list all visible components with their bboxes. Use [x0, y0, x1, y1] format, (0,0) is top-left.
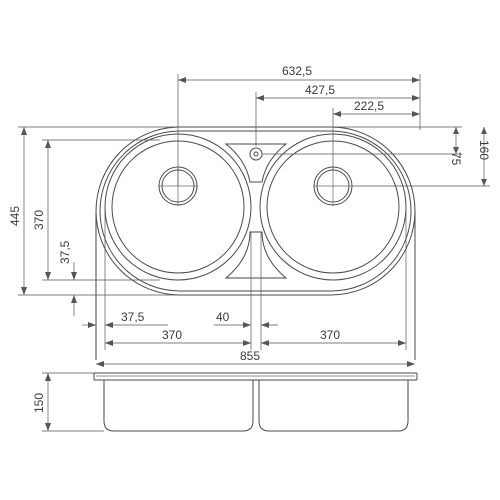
sink-side-view	[93, 372, 418, 432]
label-370-vertical: 370	[32, 210, 46, 230]
dimension-632-5: 632,5	[177, 64, 420, 186]
label-75: 75	[449, 152, 463, 166]
tap-hole-inner	[253, 151, 259, 157]
dimension-37-5-vertical: 37,5	[58, 240, 77, 316]
label-222-5: 222,5	[354, 99, 384, 113]
label-37-5-horizontal: 37,5	[121, 310, 145, 324]
label-427-5: 427,5	[305, 83, 335, 97]
dimension-370-left: 370	[105, 328, 251, 346]
dimension-370-right: 370	[261, 207, 407, 350]
label-370-right: 370	[320, 328, 340, 342]
label-160: 160	[477, 140, 491, 160]
dimension-40: 40	[214, 232, 278, 350]
label-855: 855	[240, 349, 260, 363]
dimension-370-vertical: 370	[32, 139, 160, 281]
dimension-222-5: 222,5	[332, 74, 421, 170]
center-marks	[158, 168, 353, 206]
label-632-5: 632,5	[282, 64, 312, 78]
dimension-855: 855	[96, 349, 415, 367]
dimension-150: 150	[32, 372, 104, 432]
center-bridge	[224, 143, 288, 279]
label-37-5-vertical: 37,5	[58, 240, 72, 264]
sink-outline-top-view	[95, 126, 416, 360]
overflow-cutout	[224, 231, 288, 279]
label-40: 40	[216, 310, 230, 324]
dimension-37-5-horizontal: 37,5	[82, 207, 168, 350]
dimension-427-5: 427,5	[255, 83, 420, 146]
dimension-445: 445	[8, 126, 180, 296]
tap-hole	[249, 147, 263, 161]
dimension-75: 75	[262, 126, 463, 166]
label-370-left: 370	[162, 328, 182, 342]
label-150: 150	[32, 393, 46, 413]
tap-platform	[224, 143, 288, 183]
dimension-160: 160	[353, 127, 491, 187]
label-445: 445	[8, 206, 22, 226]
